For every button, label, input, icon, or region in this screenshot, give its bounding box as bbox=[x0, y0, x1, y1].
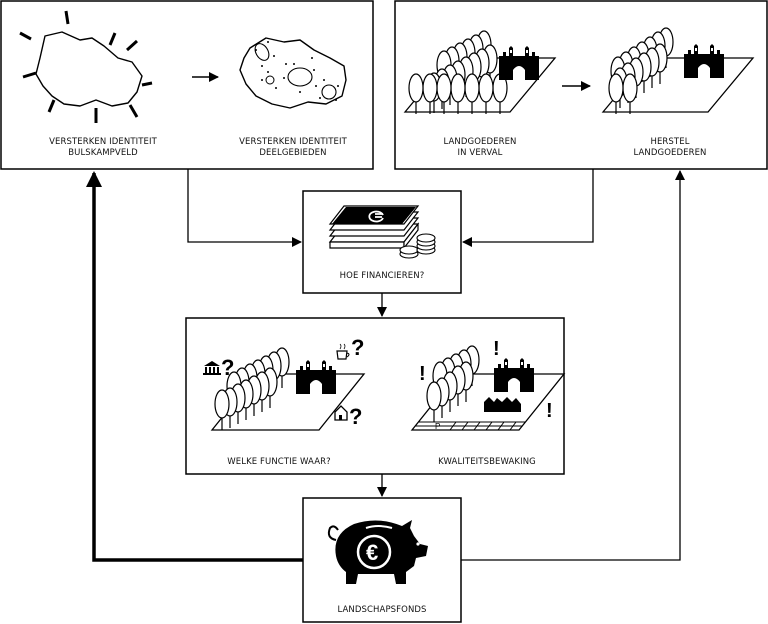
new-buildings-icon bbox=[484, 397, 521, 412]
money-stack-icon bbox=[328, 205, 420, 250]
estates-right-label: HERSTEL LANDGOEDEREN bbox=[622, 137, 718, 159]
estates-left-line-2: IN VERVAL bbox=[457, 148, 503, 158]
house-icon bbox=[334, 405, 348, 421]
estates-left-line-1: LANDGOEDEREN bbox=[443, 137, 517, 147]
functions-right-label: KWALITEITSBEWAKING bbox=[438, 457, 536, 467]
parking-label: P bbox=[435, 422, 440, 431]
identity-left-line-1: VERSTERKEN IDENTITEIT bbox=[49, 137, 157, 147]
identity-box bbox=[0, 0, 374, 170]
question-mark-house: ? bbox=[349, 404, 362, 429]
connector-estates-to-finance bbox=[462, 169, 594, 247]
connector-fund-to-estates bbox=[461, 170, 685, 561]
sun-burst-icon bbox=[19, 10, 153, 123]
piggy-bank-icon: € bbox=[327, 520, 428, 584]
coins-icon bbox=[399, 233, 436, 259]
region-icon bbox=[239, 37, 347, 109]
connector-fund-to-identity bbox=[86, 171, 303, 562]
question-mark-coffee: ? bbox=[351, 335, 364, 360]
identity-right-line-2: DEELGEBIEDEN bbox=[259, 148, 327, 158]
connector-identity-to-finance bbox=[187, 169, 302, 247]
warning-icon: ! bbox=[493, 338, 500, 360]
finance-label: HOE FINANCIEREN? bbox=[339, 271, 425, 281]
estates-left-label: LANDGOEDEREN IN VERVAL bbox=[432, 137, 528, 159]
fund-label: LANDSCHAPSFONDS bbox=[337, 605, 427, 615]
estates-right-line-1: HERSTEL bbox=[650, 137, 690, 147]
identity-right-label: VERSTERKEN IDENTITEIT DEELGEBIEDEN bbox=[238, 137, 348, 159]
connectors bbox=[86, 169, 685, 562]
identity-right-line-1: VERSTERKEN IDENTITEIT bbox=[239, 137, 347, 147]
functions-box bbox=[185, 317, 565, 475]
estates-right-line-2: LANDGOEDEREN bbox=[633, 148, 707, 158]
quality-control-illustration: P ! ! ! bbox=[410, 338, 566, 431]
museum-icon bbox=[203, 361, 221, 375]
estate-restored-illustration bbox=[601, 27, 755, 115]
estate-decay-illustration bbox=[403, 30, 557, 115]
identity-left-label: VERSTERKEN IDENTITEIT BULSKAMPVELD bbox=[48, 137, 158, 159]
warning-icon: ! bbox=[546, 400, 553, 422]
parking-stripes bbox=[415, 421, 525, 431]
question-mark-museum: ? bbox=[221, 355, 234, 380]
functions-left-label: WELKE FUNCTIE WAAR? bbox=[227, 457, 331, 467]
euro-sign: € bbox=[366, 540, 378, 565]
warning-icon: ! bbox=[419, 363, 426, 385]
coffee-icon bbox=[336, 343, 350, 360]
region-outline bbox=[35, 31, 143, 107]
function-planning-illustration: ? ? ? bbox=[203, 335, 366, 431]
identity-left-line-2: BULSKAMPVELD bbox=[68, 148, 138, 158]
estates-box bbox=[394, 0, 768, 170]
